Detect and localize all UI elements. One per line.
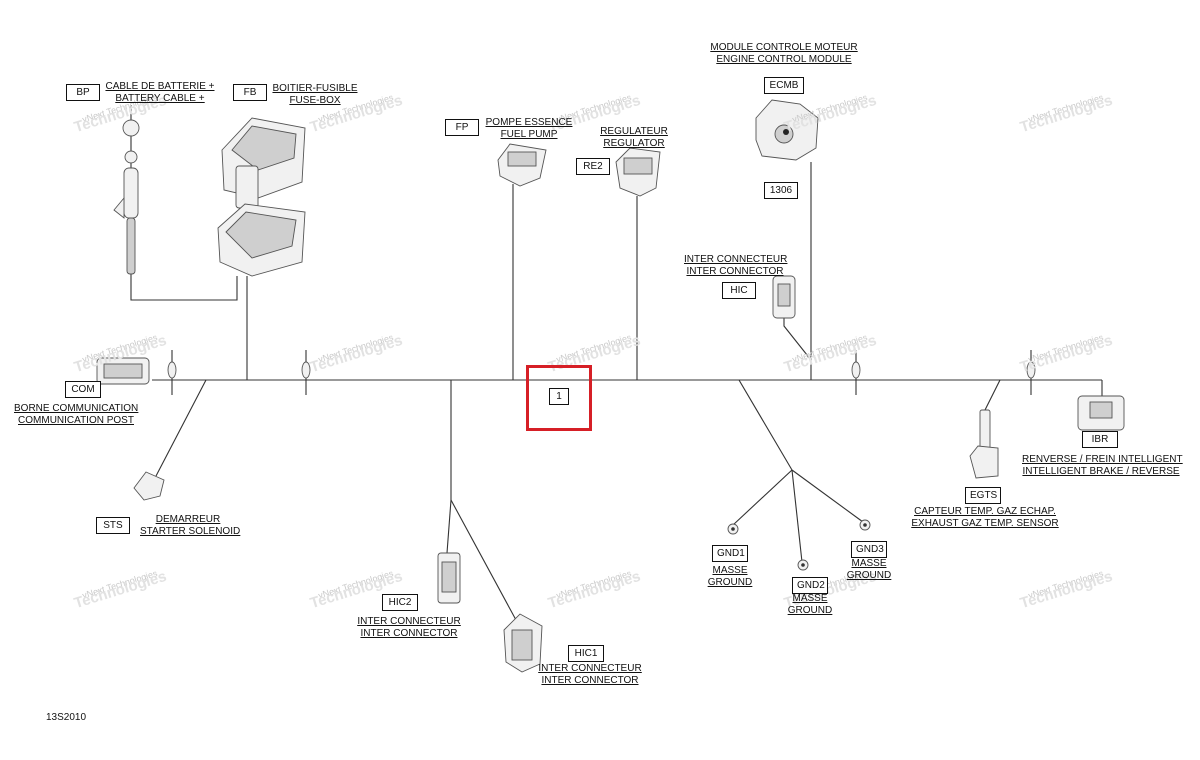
code-egts: EGTS — [965, 487, 1001, 504]
hic1-connector-shape — [503, 613, 543, 673]
branch-ground-trunk — [738, 379, 793, 471]
branch-gnd1 — [732, 469, 793, 526]
code-re2: RE2 — [576, 158, 610, 175]
code-fb: FB — [233, 84, 267, 101]
branch-starter — [155, 379, 207, 477]
code-ecmb: ECMB — [764, 77, 804, 94]
gnd1-ring — [727, 523, 739, 535]
gnd3-ring — [859, 519, 871, 531]
com-connector-shape — [96, 357, 150, 385]
code-gnd1: GND1 — [712, 545, 748, 562]
branch-hic1 — [450, 499, 517, 621]
clip-1 — [167, 350, 177, 395]
regulator-connector-shape — [615, 147, 661, 197]
fuse-box-shape — [217, 117, 306, 277]
label-battery-cable: CABLE DE BATTERIE +BATTERY CABLE + — [105, 81, 215, 104]
label-exhaust-gas-temp-sensor: CAPTEUR TEMP. GAZ ECHAP.EXHAUST GAZ TEMP… — [911, 506, 1059, 529]
code-gnd3: GND3 — [851, 541, 887, 558]
code-1306: 1306 — [764, 182, 798, 199]
branch-hic — [783, 318, 812, 361]
branch-gnd3 — [791, 469, 864, 523]
ecm-shape — [755, 99, 819, 161]
hic-connector-shape — [772, 275, 796, 319]
ibr-connector-shape — [1077, 395, 1125, 431]
battery-cable-connector — [113, 105, 140, 275]
clip-2 — [301, 350, 311, 395]
code-gnd2: GND2 — [792, 577, 828, 594]
branch-hic2 — [446, 499, 452, 554]
code-fp: FP — [445, 119, 479, 136]
code-com: COM — [65, 381, 101, 398]
code-hic1: HIC1 — [568, 645, 604, 662]
code-hic2: HIC2 — [382, 594, 418, 611]
branch-gnd2 — [791, 469, 803, 563]
hic2-connector-shape — [437, 552, 461, 604]
figure-id: 13S2010 — [46, 712, 87, 723]
branch-battery-cable — [130, 275, 238, 301]
code-sts: STS — [96, 517, 130, 534]
highlight-box — [526, 365, 592, 431]
fuel-pump-connector-shape — [497, 143, 547, 187]
code-bp: BP — [66, 84, 100, 101]
clip-3 — [851, 350, 861, 395]
code-hic: HIC — [722, 282, 756, 299]
egts-sensor-shape — [969, 409, 999, 479]
branch-egts — [984, 379, 1001, 411]
code-ibr: IBR — [1082, 431, 1118, 448]
code-1: 1 — [549, 388, 569, 405]
gnd2-ring — [797, 559, 809, 571]
clip-4 — [1026, 350, 1036, 395]
sts-connector-shape — [133, 471, 165, 501]
